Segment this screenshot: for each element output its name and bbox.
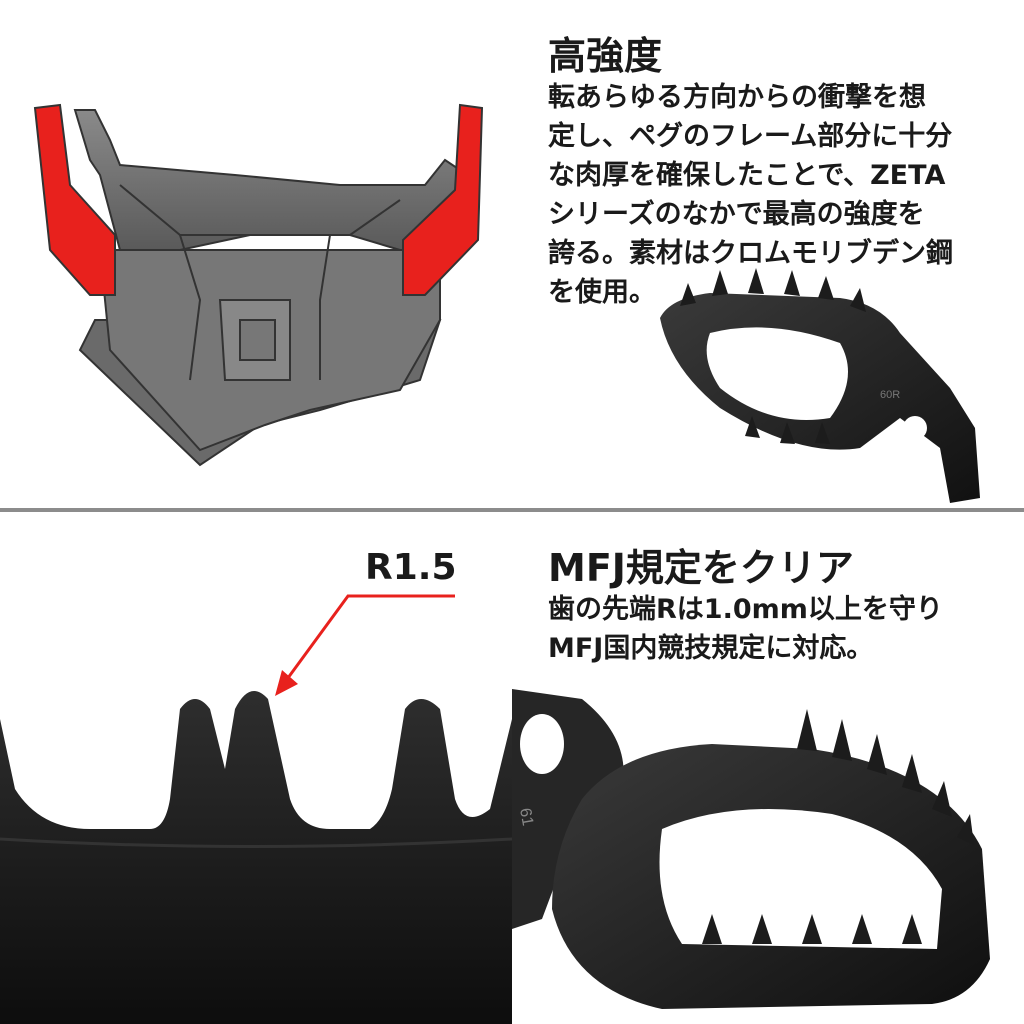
strength-line: 誇る。素材はクロムモリブデン鋼 bbox=[548, 238, 953, 269]
strength-line: 転あらゆる方向からの衝撃を想 bbox=[548, 82, 926, 113]
strength-panel: 高強度 転あらゆる方向からの衝撃を想 定し、ペグのフレーム部分に十分 な肉厚を確… bbox=[0, 0, 1024, 508]
strength-line: を使用。 bbox=[548, 277, 656, 308]
tooth-closeup-image bbox=[0, 691, 513, 1024]
strength-line: な肉厚を確保したことで、ZETA bbox=[548, 160, 946, 191]
mfj-line: MFJ国内競技規定に対応。 bbox=[548, 633, 874, 664]
footpeg-front-image: 61 bbox=[512, 689, 990, 1009]
tooth-radius-label: R1.5 bbox=[365, 547, 457, 588]
strength-line: 定し、ペグのフレーム部分に十分 bbox=[548, 121, 953, 152]
strength-line: シリーズのなかで最高の強度を bbox=[548, 199, 925, 230]
tooth-radius-arrow bbox=[275, 594, 455, 696]
mfj-title: MFJ規定をクリア bbox=[548, 546, 854, 590]
mfj-description: 歯の先端Rは1.0mm以上を守り MFJ国内競技規定に対応。 bbox=[548, 590, 943, 668]
mfj-panel: MFJ規定をクリア 歯の先端Rは1.0mm以上を守り MFJ国内競技規定に対応。… bbox=[0, 512, 1024, 1024]
section-divider bbox=[0, 508, 1024, 512]
peg-side-marking: 60R bbox=[880, 389, 900, 401]
footpeg-side-image: 60R bbox=[660, 268, 980, 503]
peg-front-marking: 61 bbox=[516, 807, 536, 828]
reinforced-left-wing bbox=[33, 103, 116, 296]
strength-description: 転あらゆる方向からの衝撃を想 定し、ペグのフレーム部分に十分 な肉厚を確保したこ… bbox=[548, 78, 953, 312]
peg-body-section bbox=[73, 109, 461, 251]
cross-section-diagram bbox=[33, 103, 484, 467]
strength-title: 高強度 bbox=[548, 34, 663, 78]
mfj-line: 歯の先端Rは1.0mm以上を守り bbox=[548, 594, 943, 625]
reinforced-right-wing bbox=[402, 103, 484, 296]
